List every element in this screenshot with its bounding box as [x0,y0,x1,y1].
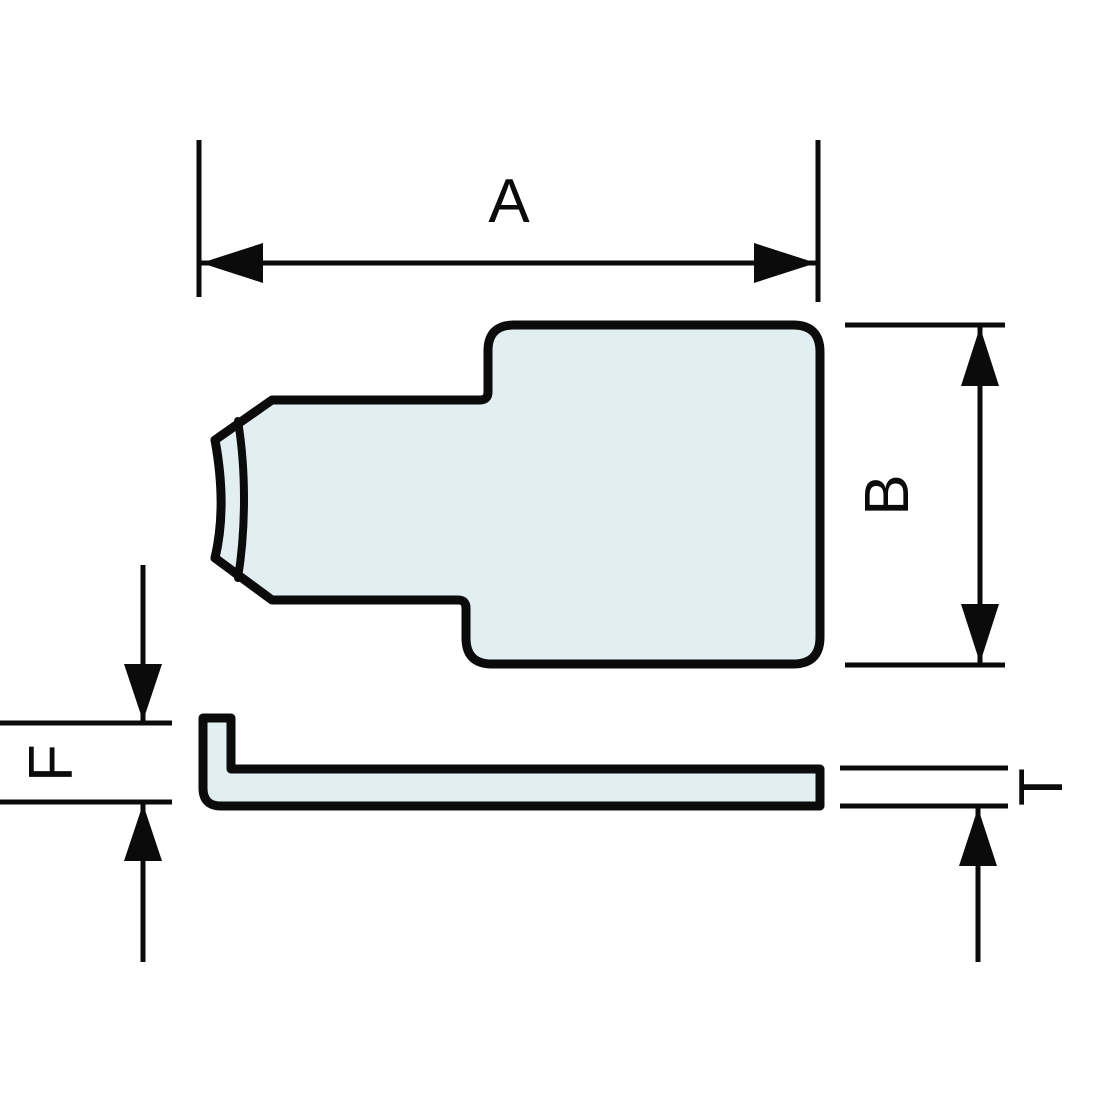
plan-view-outline [210,320,825,669]
dimension-b-arrow-bottom [961,604,999,663]
tip-bevel-line [234,417,248,582]
side-view-group [198,713,825,811]
dimension-t-group: T [840,765,1076,962]
dimension-a-arrow-right [754,243,816,283]
dimension-f-arrow-bottom [124,804,162,861]
dimension-f-arrow-top [124,664,162,721]
dimension-b-label: B [853,474,922,515]
dimension-t-label: T [1007,768,1076,806]
dimension-f-label: F [17,744,86,782]
side-view-outline [198,713,825,811]
dimension-b-arrow-top [961,327,999,386]
dimension-a-arrow-left [201,243,263,283]
dimension-t-arrow [959,808,997,866]
dimension-a-group: A [196,140,821,302]
dimension-a-label: A [488,167,530,236]
dimension-b-group: B [845,322,1005,668]
dimension-f-group: F [0,565,172,962]
plan-view-group [210,320,825,669]
